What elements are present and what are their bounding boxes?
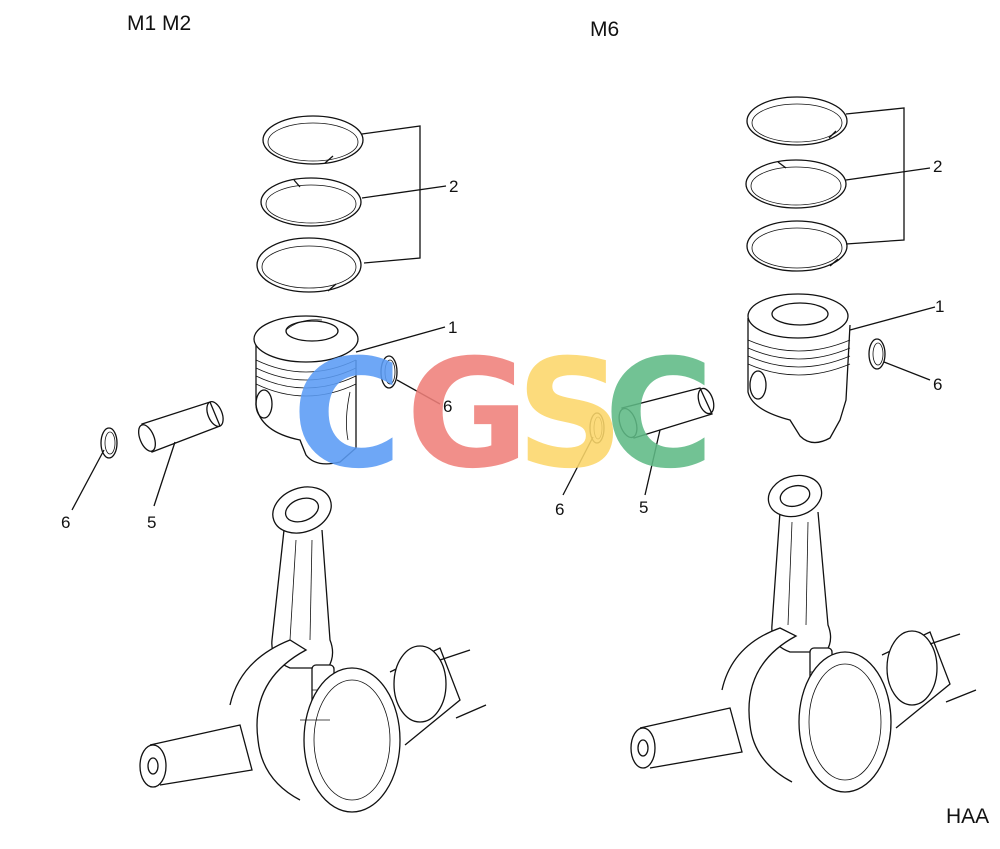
left-circlip-left [100, 427, 118, 459]
right-piston-rings [745, 96, 848, 272]
right-connecting-rod [767, 474, 833, 715]
watermark-letter: C [292, 328, 402, 502]
left-ring-bottom [256, 237, 362, 293]
left-callout-pin: 5 [147, 513, 156, 532]
right-piston [747, 293, 851, 444]
watermark-letter: C [604, 328, 714, 502]
left-ring-middle [260, 177, 362, 227]
right-variant-title: M6 [590, 18, 619, 41]
right-crankshaft [630, 627, 977, 793]
left-piston-rings [256, 115, 364, 293]
left-piston-pin [138, 401, 224, 453]
watermark: C G S C [292, 328, 714, 502]
left-ring-top [262, 115, 364, 165]
right-assembly: 2 1 6 6 5 [555, 96, 977, 793]
right-circlip-left [589, 412, 605, 444]
left-assembly: 2 1 6 6 5 [61, 115, 487, 813]
right-ring-bottom [746, 220, 848, 272]
right-callout-clip-right: 6 [933, 375, 942, 394]
left-crankshaft [139, 639, 487, 813]
right-leader-lines [562, 107, 936, 496]
watermark-letter: G [406, 328, 529, 502]
left-variant-title: M1 M2 [127, 12, 191, 35]
right-circlip-right [868, 338, 886, 370]
left-callout-clip-left: 6 [61, 513, 70, 532]
watermark-letter: S [516, 328, 624, 502]
right-callout-rings: 2 [933, 157, 942, 176]
right-piston-pin [618, 387, 715, 439]
right-ring-middle [745, 159, 847, 209]
right-callout-pin: 5 [639, 498, 648, 517]
left-callout-clip-right: 6 [443, 397, 452, 416]
right-callout-clip-left: 6 [555, 500, 564, 519]
left-callout-piston: 1 [448, 318, 457, 337]
left-leader-lines [71, 125, 447, 511]
left-piston [253, 315, 359, 465]
right-ring-top [746, 96, 848, 146]
right-callout-piston: 1 [935, 297, 944, 316]
left-circlip-right [380, 355, 398, 389]
corner-code: HAA [946, 805, 989, 828]
left-callout-rings: 2 [449, 177, 458, 196]
